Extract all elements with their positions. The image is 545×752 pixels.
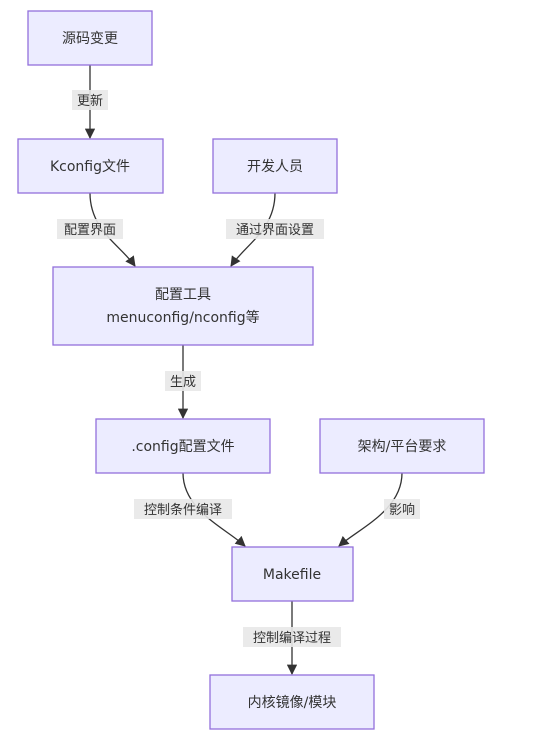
svg-text:通过界面设置: 通过界面设置	[236, 223, 314, 238]
edge-arch-to-makefile	[338, 472, 403, 547]
node-makefile: Makefile	[231, 546, 354, 602]
svg-text:影响: 影响	[389, 502, 415, 518]
edge-label-via-interface: 通过界面设置	[226, 219, 324, 239]
svg-text:配置界面: 配置界面	[64, 223, 116, 238]
edge-label-generate: 生成	[165, 371, 201, 391]
svg-text:生成: 生成	[170, 375, 196, 390]
svg-text:Makefile: Makefile	[263, 567, 321, 583]
node-source-change: 源码变更	[27, 10, 153, 66]
edge-label-update: 更新	[72, 90, 108, 110]
node-config-tool: 配置工具 menuconfig/nconfig等	[52, 266, 314, 346]
edge-label-influence: 影响	[384, 499, 420, 519]
svg-text:开发人员: 开发人员	[247, 159, 303, 175]
edge-label-conditional-compile: 控制条件编译	[134, 499, 232, 519]
svg-text:控制条件编译: 控制条件编译	[144, 502, 222, 518]
svg-text:内核镜像/模块: 内核镜像/模块	[248, 695, 337, 711]
edge-label-config-interface: 配置界面	[57, 219, 123, 239]
edge-label-control-compile: 控制编译过程	[243, 627, 341, 647]
node-kernel-image: 内核镜像/模块	[209, 674, 375, 730]
svg-text:.config配置文件: .config配置文件	[131, 439, 234, 455]
svg-text:架构/平台要求: 架构/平台要求	[358, 439, 447, 455]
svg-text:配置工具: 配置工具	[155, 287, 211, 303]
svg-text:控制编译过程: 控制编译过程	[253, 631, 331, 646]
svg-text:menuconfig/nconfig等: menuconfig/nconfig等	[106, 309, 259, 326]
svg-text:源码变更: 源码变更	[62, 31, 118, 47]
node-arch-platform: 架构/平台要求	[319, 418, 485, 474]
svg-text:更新: 更新	[77, 93, 103, 109]
svg-text:Kconfig文件: Kconfig文件	[50, 159, 130, 175]
node-kconfig-file: Kconfig文件	[17, 138, 164, 194]
node-config-file: .config配置文件	[95, 418, 271, 474]
node-developer: 开发人员	[212, 138, 338, 194]
